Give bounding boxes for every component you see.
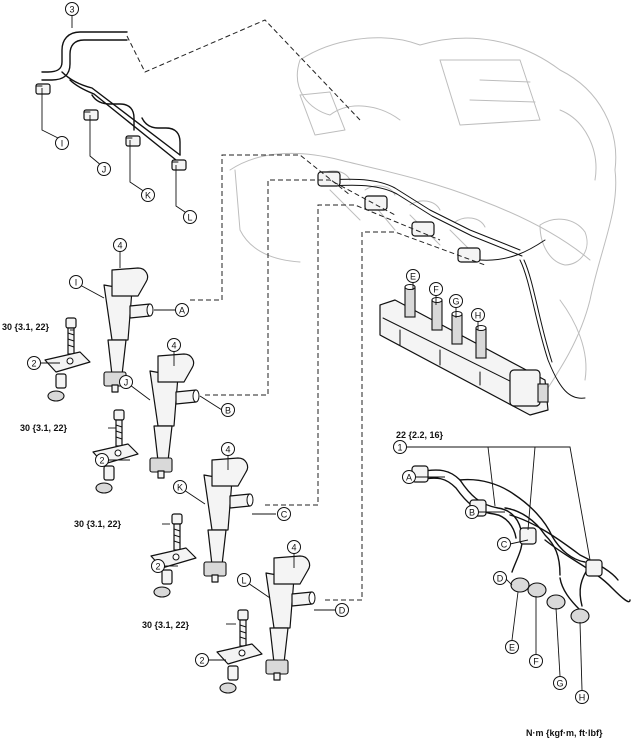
callout-label-l: L [241,576,246,586]
callout-circle-n3 [65,2,79,16]
callout-label-n3: 3 [69,5,74,15]
callout-circle-n2 [151,559,165,573]
callout-circle-e [505,640,519,654]
torque-label-bolt-1: 30 {3.1, 22} [2,322,50,332]
callout-label-k: K [177,483,183,493]
callout-label-j: J [124,378,129,388]
callout-label-h: H [475,311,482,321]
callout-circle-b [221,403,235,417]
callout-circle-l [237,573,251,587]
torque-label-bolt-4: 30 {3.1, 22} [142,620,190,630]
callout-label-d: D [497,574,504,584]
callout-label-b: B [225,406,231,416]
dashed-connectors [126,19,486,601]
callout-circle-d [335,603,349,617]
installed-pipes [317,171,586,399]
callout-circle-d [493,571,507,585]
callout-label-b: B [469,508,475,518]
clamp-set-3 [150,513,197,598]
callout-label-n2: 2 [31,359,36,369]
callout-label-c: C [501,540,508,550]
callout-label-k: K [145,191,151,201]
callout-label-a: A [406,473,412,483]
callout-circle-j [119,375,133,389]
callout-label-h: H [579,693,586,703]
callout-circle-h [575,690,589,704]
injector-1 [103,267,154,393]
callout-label-f: F [533,657,539,667]
callout-label-f: F [433,285,439,295]
callout-label-n2: 2 [99,456,104,466]
callout-circle-n2 [195,653,209,667]
callout-label-n4: 4 [117,241,122,251]
torque-label-pipe-nuts: 22 {2.2, 16} [396,430,444,440]
callout-label-n1: 1 [397,443,402,453]
torque-units-note: N·m {kgf·m, ft·lbf} [526,728,603,738]
callout-circle-k [173,480,187,494]
callout-label-n4: 4 [171,341,176,351]
callout-label-i: I [61,139,64,149]
callout-label-n4: 4 [225,445,230,455]
callout-circle-n4 [221,442,235,456]
callout-label-d: D [339,606,346,616]
injector-2 [149,353,200,479]
callout-circle-a [175,303,189,317]
callout-label-e: E [410,272,416,282]
callout-circle-n1 [393,440,407,454]
callout-label-l: L [187,213,192,223]
callout-label-n2: 2 [199,656,204,666]
callout-circle-c [277,507,291,521]
callout-label-c: C [281,510,288,520]
callout-circle-k [141,188,155,202]
callout-circle-e [406,269,420,283]
callout-circle-i [69,275,83,289]
common-rail [379,284,549,416]
callout-label-g: G [452,297,459,307]
callout-circle-a [402,470,416,484]
engine-background [229,37,617,401]
callout-circle-f [529,654,543,668]
callout-circle-n4 [113,238,127,252]
injector-4 [265,555,316,681]
callout-circle-l [183,210,197,224]
callout-circle-n2 [27,356,41,370]
callout-circle-f [429,282,443,296]
torque-label-bolt-2: 30 {3.1, 22} [20,423,68,433]
clamp-set-2 [92,409,139,494]
callout-circle-h [471,308,485,322]
callout-label-i: I [75,278,78,288]
clamp-set-4 [216,609,263,694]
callout-label-a: A [179,306,185,316]
fuel-return-hose [35,31,187,171]
callout-label-j: J [102,165,107,175]
callout-circle-b [465,505,479,519]
callout-labels: 3 4 4 4 4 2 2 2 2 1 I J K L I J K L A B C D E F G H A B C D E F G H [27,2,589,704]
callout-circle-n2 [95,453,109,467]
callout-circle-i [55,136,69,150]
callout-circle-n4 [287,540,301,554]
injector-3 [203,457,254,583]
callout-circle-g [553,676,567,690]
callout-label-n2: 2 [155,562,160,572]
callout-circle-j [97,162,111,176]
leader-lines [40,16,591,691]
callout-circle-c [497,537,511,551]
injection-pipes-assembly [411,465,631,624]
torque-label-bolt-3: 30 {3.1, 22} [74,519,122,529]
callout-label-g: G [556,679,563,689]
clamp-set-1 [44,317,91,402]
callout-label-n4: 4 [291,543,296,553]
callout-circle-g [449,294,463,308]
callout-label-e: E [509,643,515,653]
callout-circle-n4 [167,338,181,352]
